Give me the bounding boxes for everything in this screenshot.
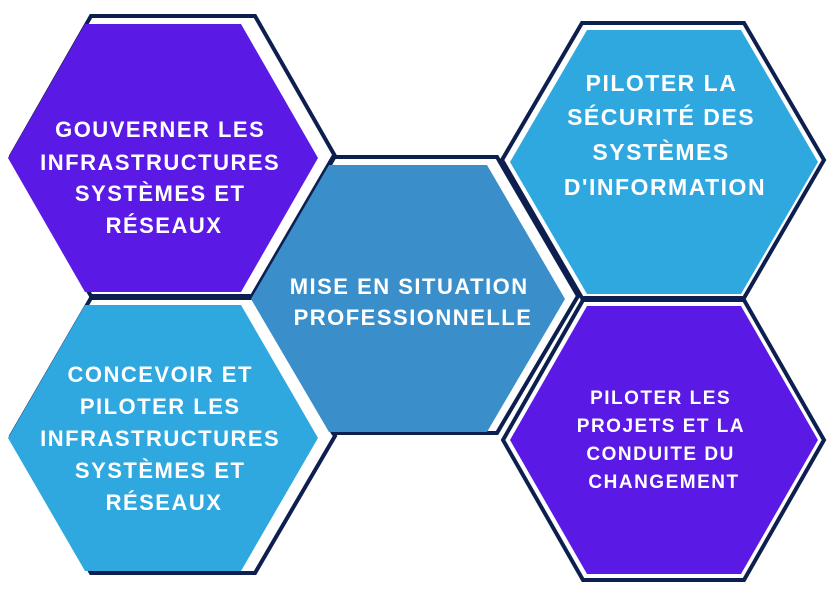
- hexagon-securite-line: PILOTER LA: [586, 70, 737, 96]
- hexagon-gouverner-label: GOUVERNER LES INFRASTRUCTURES SYSTÈMES E…: [40, 117, 288, 238]
- hexagon-projets: PILOTER LES PROJETS ET LA CONDUITE DU CH…: [500, 298, 827, 582]
- hexagon-projets-line: CHANGEMENT: [588, 472, 739, 493]
- hexagon-projets-line: PROJETS ET LA: [577, 416, 745, 437]
- hexagon-concevoir-line: SYSTÈMES ET: [75, 458, 246, 483]
- hexagon-gouverner-line: INFRASTRUCTURES: [40, 150, 280, 175]
- hexagon-concevoir-shape: [8, 305, 318, 571]
- hexagon-gouverner-shape: [8, 24, 318, 292]
- hexagon-mise-outline: [249, 155, 581, 435]
- hexagon-gouverner-line: GOUVERNER LES: [55, 117, 265, 142]
- hexagon-mise-label: MISE EN SITUATION PROFESSIONNELLE: [290, 274, 537, 330]
- hexagon-projets-outline: [500, 298, 827, 582]
- hexagon-mise-en-situation: MISE EN SITUATION PROFESSIONNELLE: [249, 155, 581, 435]
- hexagon-mise-line: MISE EN SITUATION: [290, 274, 529, 299]
- hexagon-gouverner-line: SYSTÈMES ET: [75, 181, 246, 206]
- hexagon-mise-line: PROFESSIONNELLE: [294, 305, 533, 330]
- hexagon-concevoir-line: CONCEVOIR ET: [67, 362, 252, 387]
- hexagon-securite-label: PILOTER LA SÉCURITÉ DES SYSTÈMES D'INFOR…: [564, 70, 766, 200]
- hexagon-projets-label: PILOTER LES PROJETS ET LA CONDUITE DU CH…: [577, 388, 751, 493]
- hexagon-projets-shape: [510, 306, 818, 574]
- hexagon-securite-line: SYSTÈMES: [592, 138, 729, 165]
- hexagon-securite: PILOTER LA SÉCURITÉ DES SYSTÈMES D'INFOR…: [499, 21, 827, 300]
- hexagon-concevoir: CONCEVOIR ET PILOTER LES INFRASTRUCTURES…: [8, 296, 338, 575]
- hexagon-concevoir-line: INFRASTRUCTURES: [40, 426, 280, 451]
- hexagon-securite-line: SÉCURITÉ DES: [567, 103, 755, 130]
- hexagon-securite-shape: [510, 30, 818, 294]
- hexagon-securite-line: D'INFORMATION: [564, 174, 766, 200]
- hexagon-gouverner-line: RÉSEAUX: [106, 213, 223, 238]
- hexagon-concevoir-line: PILOTER LES: [80, 394, 241, 419]
- hexagon-projets-line: CONDUITE DU: [586, 444, 734, 465]
- hexagon-mise-shape: [251, 165, 565, 432]
- hexagon-projets-line: PILOTER LES: [590, 388, 731, 409]
- hexagon-concevoir-line: RÉSEAUX: [106, 490, 223, 515]
- hexagon-concevoir-label: CONCEVOIR ET PILOTER LES INFRASTRUCTURES…: [40, 362, 288, 515]
- hexagon-gouverner: GOUVERNER LES INFRASTRUCTURES SYSTÈMES E…: [8, 14, 338, 298]
